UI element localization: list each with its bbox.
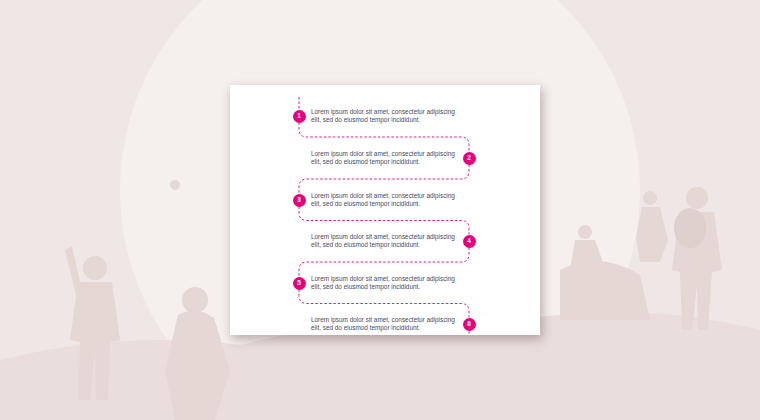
dashed-connector [299,123,469,152]
step-text: Lorem ipsum dolor sit amet, consectetur … [311,316,455,333]
dashed-connector [299,248,469,277]
path-end [469,331,470,335]
step-circle: 3 [293,194,306,207]
step-circle: 5 [293,277,306,290]
step-text: Lorem ipsum dolor sit amet, consectetur … [311,192,463,209]
step-text: Lorem ipsum dolor sit amet, consectetur … [311,275,463,292]
step-circle: 1 [293,110,306,123]
path-start [299,97,300,109]
dashed-connector [299,165,469,194]
step-text: Lorem ipsum dolor sit amet, consectetur … [311,233,455,250]
dashed-connector [299,290,469,318]
step-number: 2 [467,155,471,162]
step-circle: 2 [463,152,476,165]
step-number: 3 [297,197,301,204]
step-number: 5 [297,280,301,287]
step-number: 4 [467,238,471,245]
step-circle: 6 [463,318,476,331]
step-number: 1 [297,113,301,120]
step-number: 6 [467,321,471,328]
step-text: Lorem ipsum dolor sit amet, consectetur … [311,108,463,125]
dashed-connector [299,207,469,235]
step-text: Lorem ipsum dolor sit amet, consectetur … [311,150,455,167]
step-circle: 4 [463,235,476,248]
